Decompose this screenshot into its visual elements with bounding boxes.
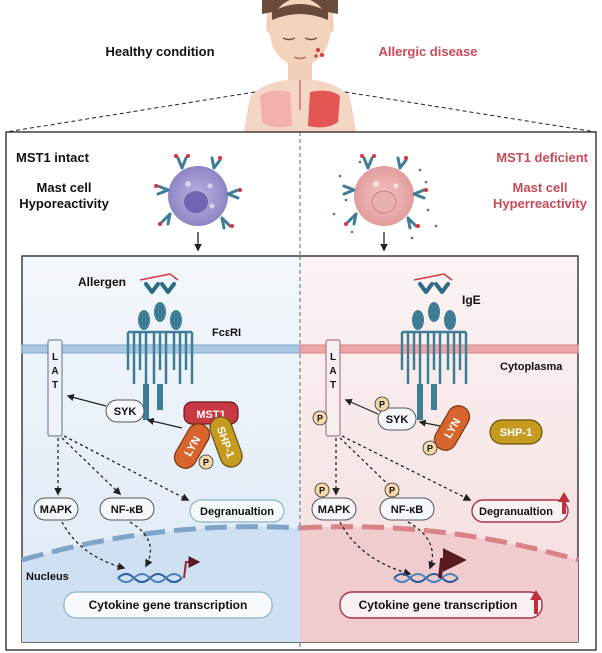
- syk-label-right: SYK: [386, 414, 409, 426]
- fceri-label: FcεRI: [212, 327, 241, 339]
- fceri-receptor-left-icon: [126, 273, 194, 420]
- nucleus-label: Nucleus: [26, 571, 69, 583]
- phospho-lat-right: [312, 410, 328, 426]
- lyn-left: LYN: [173, 423, 211, 469]
- nfkb-label-right: NF-κB: [391, 504, 423, 516]
- mapk-label-left: MAPK: [40, 504, 72, 516]
- arrow-syk-to-lat-left: [66, 393, 107, 407]
- mst1-deficient-label: MST1 deficient: [496, 150, 588, 165]
- phospho-lyn-right: [422, 440, 438, 456]
- transcription-box-right: [339, 591, 543, 619]
- lat-letter-t-left: T: [52, 380, 58, 391]
- lat-letter-t-right: T: [330, 380, 336, 391]
- transcription-box-left: [63, 591, 273, 619]
- mapk-right: [311, 497, 357, 521]
- degranulation-label-left: Degranualtion: [200, 506, 274, 518]
- phospho-nfkb-right: [384, 482, 400, 498]
- syk-right: [377, 407, 417, 431]
- mast-cell-right-icon: [332, 154, 438, 240]
- degranulation-label-right: Degranualtion: [479, 506, 553, 518]
- allergic-disease-label: Allergic disease: [379, 44, 478, 59]
- shp1-left: SHP-1: [209, 416, 243, 468]
- mast-cell-left-icon: [154, 154, 242, 230]
- lat-letter-a-left: A: [51, 366, 58, 377]
- mast-cell-label-left: Mast cell: [37, 180, 92, 195]
- nfkb-label-left: NF-κB: [111, 504, 143, 516]
- nfkb-left: [99, 497, 155, 521]
- phospho-syk-right: [374, 396, 390, 412]
- human-figure-icon: [244, 0, 356, 132]
- hyperreactivity-label: Hyperreactivity: [493, 196, 588, 211]
- up-arrow-degranulation-icon: [558, 492, 570, 514]
- nuclear-envelope-right: [299, 524, 579, 563]
- signal-arrows-left: [54, 435, 190, 571]
- svg-text:P: P: [379, 400, 385, 410]
- cytoplasma-label: Cytoplasma: [500, 361, 563, 373]
- nfkb-right: [379, 497, 435, 521]
- syk-left: [105, 399, 145, 423]
- healthy-condition-label: Healthy condition: [105, 44, 214, 59]
- svg-text:P: P: [427, 444, 433, 454]
- lat-left: [47, 339, 63, 437]
- allergen-label: Allergen: [78, 275, 126, 289]
- phospho-mapk-right: [314, 482, 330, 498]
- fceri-receptor-right-icon: [400, 273, 468, 420]
- mst1-intact-label: MST1 intact: [16, 150, 90, 165]
- svg-text:P: P: [317, 414, 323, 424]
- shp1-label-right: SHP-1: [500, 427, 532, 439]
- arrow-syk-to-lat-right: [344, 399, 379, 415]
- lat-letter-a-right: A: [329, 366, 336, 377]
- degranulation-right: [471, 499, 569, 523]
- nuclear-envelope-left: [21, 524, 301, 563]
- up-arrow-transcription-icon: [530, 590, 542, 614]
- mast-cell-label-right: Mast cell: [513, 180, 568, 195]
- transcription-label-right: Cytokine gene transcription: [359, 598, 518, 612]
- lyn-right: LYN: [433, 405, 471, 451]
- outer-frame: [5, 131, 597, 651]
- perspective-line-left: [5, 91, 256, 133]
- svg-text:P: P: [389, 486, 395, 496]
- phospho-label-left: P: [203, 458, 209, 468]
- mapk-left: [33, 497, 79, 521]
- syk-label-left: SYK: [114, 406, 137, 418]
- lat-right: [325, 339, 341, 437]
- transcription-label-left: Cytokine gene transcription: [89, 598, 248, 612]
- svg-text:P: P: [319, 486, 325, 496]
- phospho-left: [198, 454, 214, 470]
- lat-letter-l-left: L: [52, 352, 58, 363]
- dna-left-icon: [117, 556, 201, 583]
- dna-right-icon: [393, 548, 467, 583]
- perspective-line-right: [344, 91, 597, 133]
- ige-label: IgE: [462, 293, 481, 307]
- degranulation-left: [189, 499, 285, 523]
- lat-letter-l-right: L: [330, 352, 336, 363]
- hyporeactivity-label: Hyporeactivity: [19, 196, 109, 211]
- shp1-right: [489, 419, 543, 445]
- mapk-label-right: MAPK: [318, 504, 350, 516]
